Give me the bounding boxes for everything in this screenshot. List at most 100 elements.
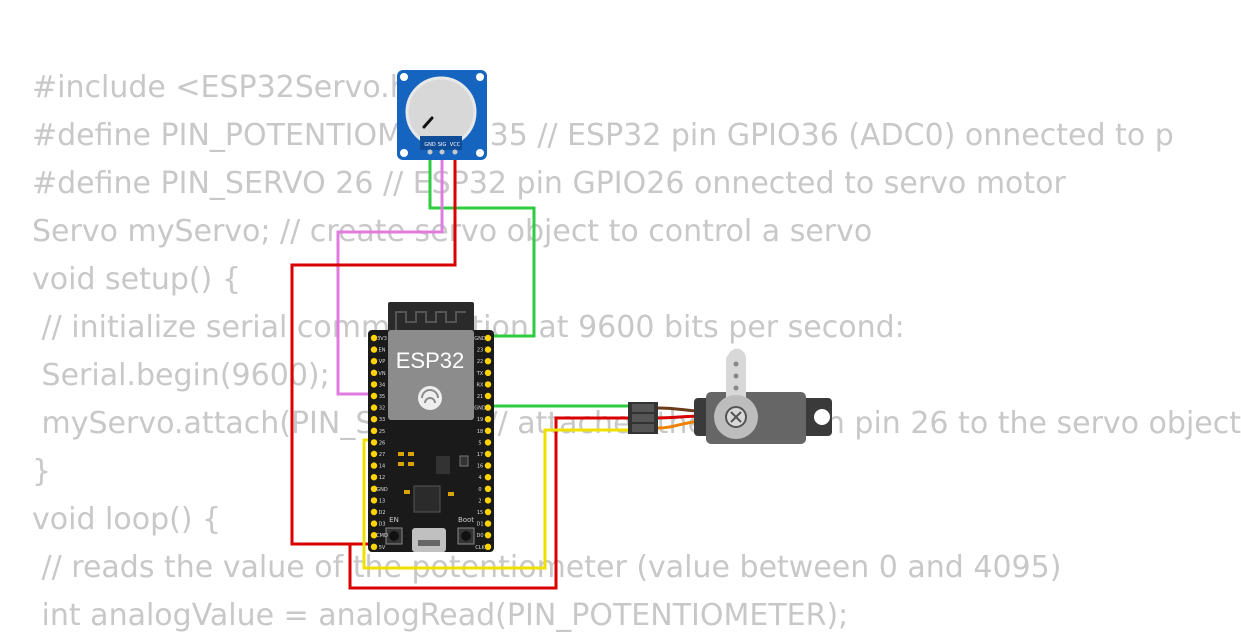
pin-label: D3 xyxy=(378,522,385,528)
pin-0[interactable] xyxy=(484,485,492,492)
en-label: EN xyxy=(389,516,399,524)
pin-label: 19 xyxy=(477,417,483,423)
pin-18[interactable] xyxy=(484,427,492,434)
wire-pot-gnd[interactable] xyxy=(428,150,536,338)
pin-15[interactable] xyxy=(484,508,492,516)
pin-label: 0 xyxy=(478,487,481,493)
pin-clk[interactable] xyxy=(484,543,492,550)
pin-23[interactable] xyxy=(484,346,492,353)
pin-33[interactable] xyxy=(370,416,378,423)
pin-gnd[interactable] xyxy=(484,334,492,342)
pin-d2[interactable] xyxy=(370,508,378,516)
pin-label: D2 xyxy=(378,510,385,516)
pin-21[interactable] xyxy=(484,392,492,400)
wire-servo-vcc[interactable] xyxy=(348,416,630,590)
pot-pin-gnd: GND xyxy=(424,142,436,148)
pin-4[interactable] xyxy=(484,474,492,481)
circuit-diagram: ESP32 Boot EN 3V3ENVPVN34353233252627141… xyxy=(290,70,832,590)
pin-35[interactable] xyxy=(370,392,378,400)
code-line: void setup() { xyxy=(32,262,241,297)
pot-pin-vcc: VCC xyxy=(450,142,461,148)
potentiometer-knob[interactable] xyxy=(405,76,477,148)
pin-label: 2 xyxy=(478,498,481,504)
pin-label: VP xyxy=(379,359,385,365)
pin-cmd[interactable] xyxy=(370,532,378,539)
pin-gnd[interactable] xyxy=(370,485,378,492)
pin-label: GND xyxy=(474,406,486,412)
pin-label: 12 xyxy=(379,475,385,481)
code-line: int analogValue = analogRead(PIN_POTENTI… xyxy=(32,598,849,633)
pin-5[interactable] xyxy=(484,439,492,446)
esp32-board[interactable]: ESP32 Boot EN 3V3ENVPVN34353233252627141… xyxy=(368,302,494,552)
pin-label: 33 xyxy=(379,417,385,423)
pin-label: RX xyxy=(477,382,484,388)
pin-label: GND xyxy=(376,487,388,493)
pin-label: CMD xyxy=(376,533,388,539)
esp32-module-shield xyxy=(388,330,474,420)
pin-gnd[interactable] xyxy=(484,404,492,411)
pin-27[interactable] xyxy=(370,450,378,458)
pin-d0[interactable] xyxy=(484,532,492,539)
pin-d3[interactable] xyxy=(370,520,378,527)
pin-en[interactable] xyxy=(370,346,378,353)
pin-12[interactable] xyxy=(370,474,378,481)
code-line: Servo myServo; // create servo object to… xyxy=(32,214,873,249)
pin-13[interactable] xyxy=(370,497,378,504)
pin-label: 32 xyxy=(379,406,385,412)
pin-26[interactable] xyxy=(370,439,378,446)
pin-label: 34 xyxy=(379,382,385,388)
pin-vp[interactable] xyxy=(370,358,378,365)
pin-label: D1 xyxy=(476,522,483,528)
pin-label: 27 xyxy=(379,452,385,458)
pin-label: 21 xyxy=(477,394,483,400)
pin-22[interactable] xyxy=(484,358,492,365)
knob-indicator xyxy=(422,116,434,129)
pin-label: 22 xyxy=(477,359,483,365)
pin-d1[interactable] xyxy=(484,520,492,527)
pin-label: GND xyxy=(474,336,486,342)
servo-motor[interactable] xyxy=(628,348,832,444)
pin-label: D0 xyxy=(476,533,483,539)
pin-vn[interactable] xyxy=(370,369,378,376)
pin-5v[interactable] xyxy=(370,543,378,550)
wire-pot-sig[interactable] xyxy=(336,150,444,396)
pin-25[interactable] xyxy=(370,427,378,434)
pin-14[interactable] xyxy=(370,462,378,469)
code-line: #define PIN_SERVO 26 // ESP32 pin GPIO26… xyxy=(32,166,1066,201)
esp32-label: ESP32 xyxy=(396,348,465,373)
pin-label: 15 xyxy=(477,510,483,516)
wire-servo-sig[interactable] xyxy=(362,428,630,570)
pin-label: CLK xyxy=(475,545,485,551)
pin-label: 5 xyxy=(478,440,481,446)
pot-pin-sig: SIG xyxy=(438,142,447,148)
pin-16[interactable] xyxy=(484,462,492,469)
pin-2[interactable] xyxy=(484,497,492,504)
pin-label: 14 xyxy=(379,464,385,470)
code-line: // reads the value of the potentiometer … xyxy=(32,550,1062,585)
pin-19[interactable] xyxy=(484,416,492,423)
pin-34[interactable] xyxy=(370,381,378,388)
boot-label: Boot xyxy=(458,516,474,524)
pin-label: 5V xyxy=(379,545,386,551)
code-line: void loop() { xyxy=(32,502,222,537)
wires xyxy=(290,150,630,590)
pin-label: TX xyxy=(476,371,484,377)
chip-usb-uart xyxy=(413,485,441,513)
pin-label: 26 xyxy=(379,440,385,446)
pin-label: 16 xyxy=(477,464,483,470)
wire-pot-vcc[interactable] xyxy=(290,150,457,546)
pin-tx[interactable] xyxy=(484,369,492,376)
pin-17[interactable] xyxy=(484,450,492,458)
pin-label: 23 xyxy=(477,348,483,354)
code-line: #include <ESP32Servo.h> xyxy=(32,70,434,105)
pin-3v3[interactable] xyxy=(370,334,378,342)
left-pin-header: 3V3ENVPVN343532332526271412GND13D2D3CMD5… xyxy=(370,334,388,551)
potentiometer[interactable]: GND SIG VCC xyxy=(397,70,487,160)
pin-label: 25 xyxy=(379,429,385,435)
pin-rx[interactable] xyxy=(484,381,492,388)
pin-label: 3V3 xyxy=(377,336,387,342)
pin-32[interactable] xyxy=(370,404,378,411)
code-line: Serial.begin(9600); xyxy=(32,358,330,393)
pin-label: 4 xyxy=(478,475,481,481)
